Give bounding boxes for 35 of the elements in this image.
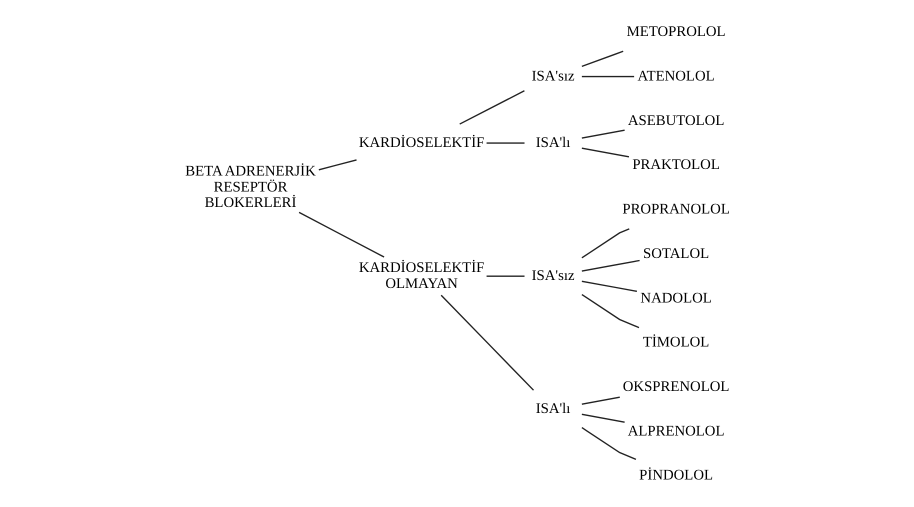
- node-text: KARDİOSELEKTİF OLMAYAN: [358, 260, 484, 292]
- connector: [581, 228, 630, 258]
- connector: [581, 396, 620, 404]
- node-text: KARDİOSELEKTİF: [358, 134, 484, 151]
- node-text: SOTALOL: [642, 245, 709, 262]
- node-text: ISA'sız: [531, 268, 574, 284]
- connector: [458, 90, 524, 124]
- node-text: ISA'lı: [535, 134, 570, 151]
- connector: [298, 211, 384, 258]
- node-text: PROPRANOLOL: [622, 201, 730, 218]
- connector: [581, 413, 624, 422]
- node-text: NADOLOL: [640, 290, 712, 306]
- connector: [486, 142, 524, 144]
- connector: [581, 50, 623, 67]
- node-text: ALPRENOLOL: [627, 422, 724, 439]
- connector: [318, 158, 356, 170]
- connector: [581, 426, 636, 460]
- connector: [581, 280, 637, 292]
- node-text: BETA ADRENERJİK RESEPTÖR BLOKERLERİ: [184, 163, 316, 211]
- connector: [486, 274, 524, 276]
- connector: [581, 147, 629, 158]
- connector: [581, 293, 639, 328]
- connector: [581, 129, 624, 138]
- connector: [581, 259, 640, 272]
- node-text: METOPROLOL: [626, 24, 726, 40]
- connector: [581, 75, 634, 77]
- node-text: TİMOLOL: [642, 334, 709, 350]
- node-text: ASEBUTOLOL: [627, 112, 724, 128]
- node-text: OKSPRENOLOL: [622, 378, 729, 394]
- node-text: ISA'lı: [535, 400, 570, 417]
- connector: [440, 294, 534, 390]
- node-text: PİNDOLOL: [638, 467, 713, 484]
- node-text: ATENOLOL: [637, 68, 714, 84]
- node-text: ISA'sız: [531, 68, 574, 84]
- node-text: PRAKTOLOL: [632, 156, 720, 173]
